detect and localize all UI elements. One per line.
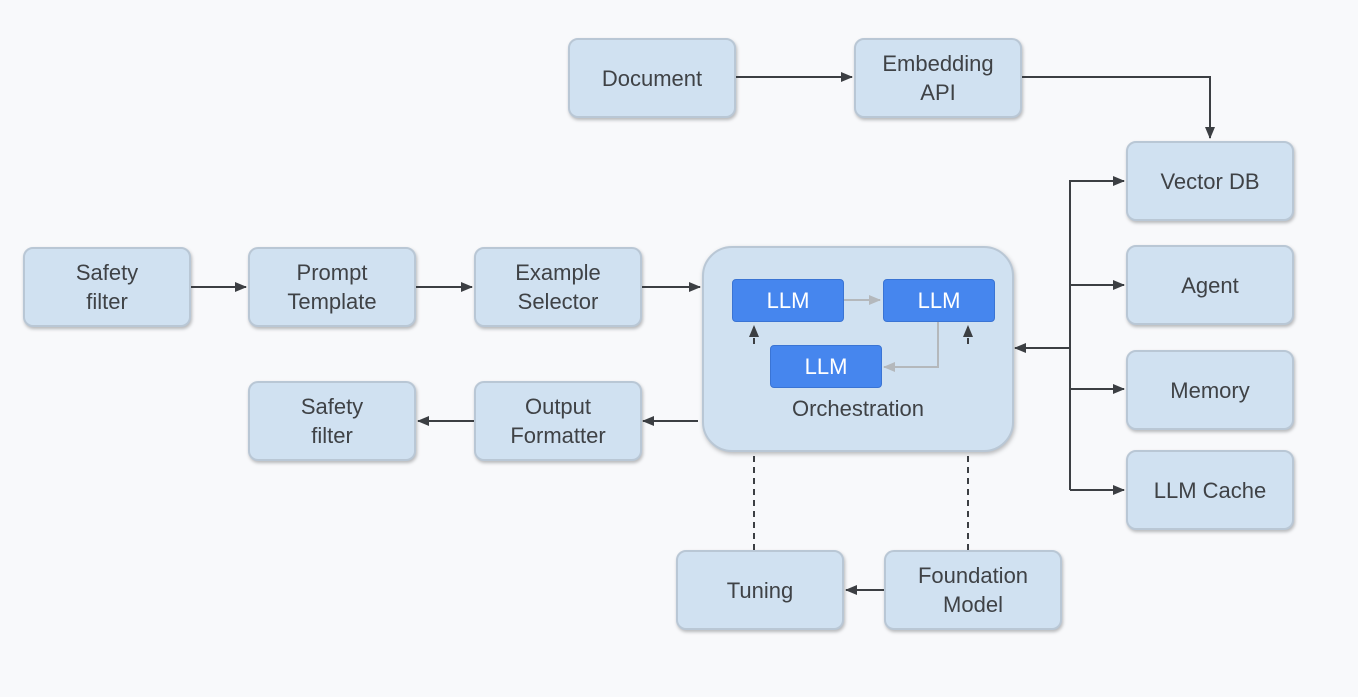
llm-cache-label: LLM Cache (1153, 477, 1267, 503)
edge-llm2-to-llm3 (883, 322, 939, 372)
example-selector-node: Example Selector (474, 247, 642, 327)
agent-label: Agent (1181, 272, 1239, 298)
document-label: Document (601, 65, 703, 91)
vector-db-node: Vector DB (1126, 141, 1294, 221)
prompt-template-node: Prompt Template (248, 247, 416, 327)
safety-filter-input-label: Safety filter (75, 260, 139, 314)
safety-filter-output-label: Safety filter (300, 394, 364, 448)
safety-filter-output-node: Safety filter (248, 381, 416, 461)
llm-block-1: LLM (732, 279, 844, 322)
document-node: Document (568, 38, 736, 118)
tuning-node: Tuning (676, 550, 844, 630)
llm-block-2: LLM (883, 279, 995, 322)
llm-block-3-label: LLM (804, 353, 848, 379)
safety-filter-input-node: Safety filter (23, 247, 191, 327)
llm-block-3: LLM (770, 345, 882, 388)
foundation-model-label: Foundation Model (917, 563, 1029, 617)
foundation-model-node: Foundation Model (884, 550, 1062, 630)
llm-cache-node: LLM Cache (1126, 450, 1294, 530)
llm-block-1-label: LLM (766, 287, 810, 313)
agent-node: Agent (1126, 245, 1294, 325)
tuning-label: Tuning (726, 577, 794, 603)
prompt-template-label: Prompt Template (287, 260, 377, 314)
llm-block-2-label: LLM (917, 287, 961, 313)
memory-node: Memory (1126, 350, 1294, 430)
memory-label: Memory (1170, 377, 1250, 403)
orchestration-label: Orchestration (791, 396, 925, 421)
vector-db-label: Vector DB (1160, 168, 1260, 194)
example-selector-label: Example Selector (515, 260, 601, 314)
output-formatter-node: Output Formatter (474, 381, 642, 461)
edge-embedding-to-vectordb (1022, 76, 1215, 139)
embedding-api-label: Embedding API (882, 51, 994, 105)
output-formatter-label: Output Formatter (510, 394, 606, 448)
embedding-api-node: Embedding API (854, 38, 1022, 118)
